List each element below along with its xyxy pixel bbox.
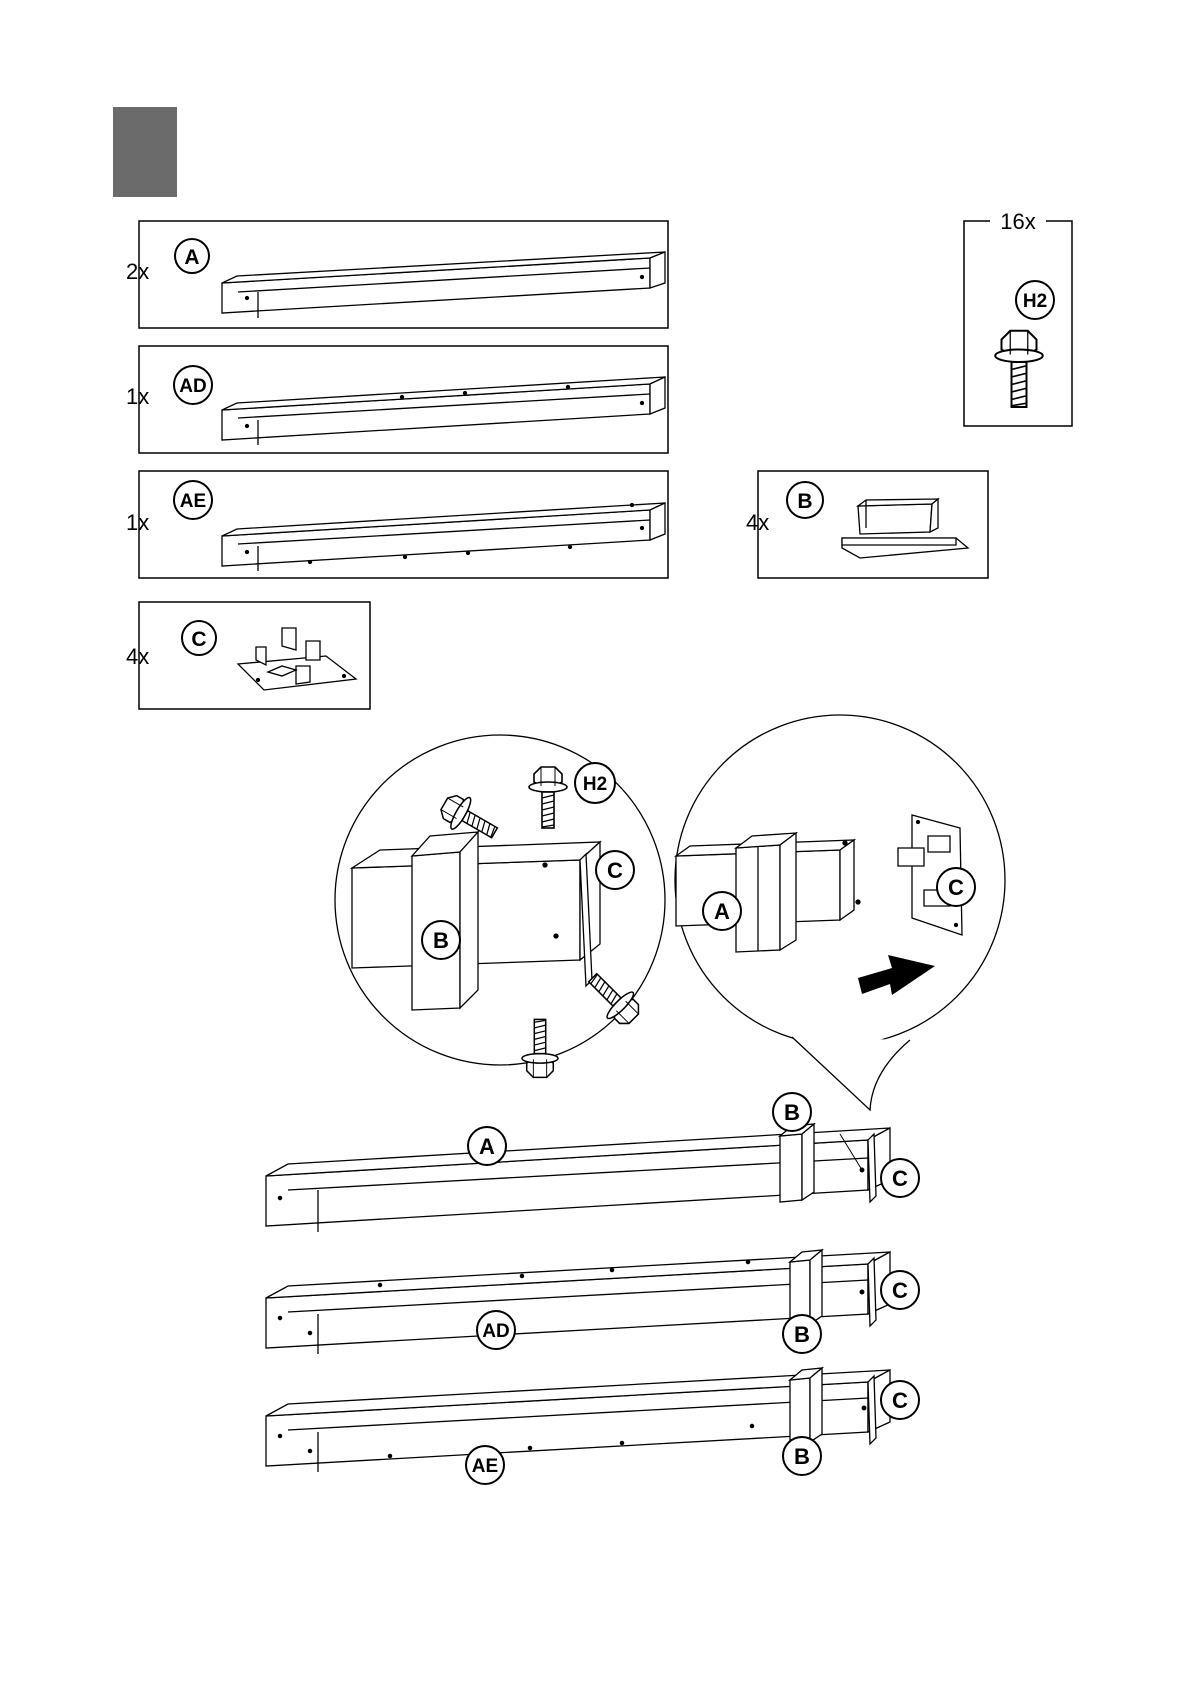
assembly-beam-ae-cap-label: B: [794, 1444, 810, 1469]
hex-bolt-icon: [995, 331, 1043, 407]
detail-left-foot-label: C: [607, 858, 623, 883]
assembly-beam-a-cap-label: B: [784, 1100, 800, 1125]
part-b-label: B: [797, 490, 812, 513]
assembly-beam-ad-label: AD: [482, 1321, 509, 1342]
assembly-beam-a-foot-label: C: [892, 1166, 908, 1191]
part-ae-quantity: 1x: [126, 510, 149, 535]
detail-left: H2 C B: [335, 735, 665, 1077]
assembly-beam-ae-foot-label: C: [892, 1388, 908, 1413]
assembly-beam-a: A B C: [266, 1093, 919, 1232]
assembly-beam-ad-foot-label: C: [892, 1278, 908, 1303]
part-c-label: C: [191, 628, 206, 651]
part-b-panel: 4x B: [746, 471, 988, 578]
detail-right: A C: [675, 715, 1005, 1110]
detail-right-beam-label: A: [714, 899, 730, 924]
part-h2-label: H2: [1023, 291, 1047, 312]
detail-right-foot-label: C: [948, 875, 964, 900]
assembly-beam-ad-cap-label: B: [794, 1322, 810, 1347]
assembly-beam-a-label: A: [479, 1134, 495, 1159]
detail-left-screw-label: H2: [583, 774, 607, 795]
part-a-quantity: 2x: [126, 259, 149, 284]
step-marker: [113, 107, 177, 197]
part-h2-quantity: 16x: [1000, 209, 1035, 234]
part-ad-quantity: 1x: [126, 384, 149, 409]
assembly-beam-ad: AD B C: [266, 1250, 919, 1354]
part-a-panel: 2x A: [126, 221, 668, 328]
part-ad-label: AD: [179, 376, 206, 397]
part-c-quantity: 4x: [126, 644, 149, 669]
assembly-beam-ae-label: AE: [472, 1456, 498, 1477]
part-ae-label: AE: [180, 491, 206, 512]
part-ad-panel: 1x AD: [126, 346, 668, 453]
detail-left-cap-label: B: [433, 928, 449, 953]
part-c-panel: 4x C: [126, 602, 370, 709]
part-h2-panel: 16x H2: [964, 209, 1072, 426]
part-a-label: A: [184, 246, 199, 269]
assembly-beam-ae: AE B C: [266, 1368, 919, 1484]
part-b-quantity: 4x: [746, 510, 769, 535]
part-ae-panel: 1x AE: [126, 471, 668, 578]
